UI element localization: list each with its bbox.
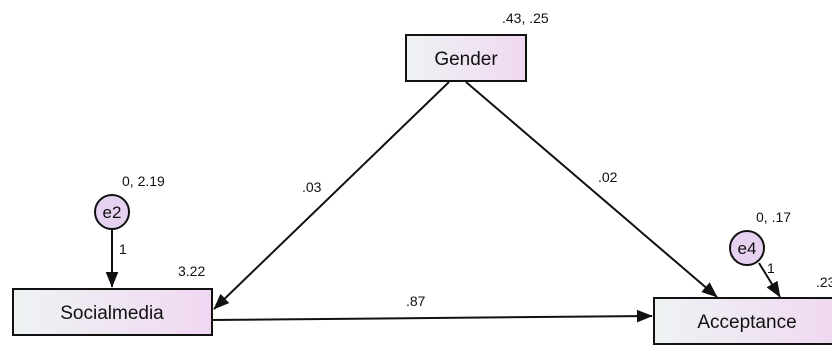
path-gender-to-acceptance — [465, 81, 718, 298]
gender-node: Gender — [405, 34, 527, 82]
coef-gender-socialmedia: .03 — [302, 179, 322, 195]
acceptance-label: Acceptance — [697, 312, 796, 333]
e2-label: e2 — [103, 203, 122, 222]
acceptance-node: Acceptance — [653, 297, 832, 345]
gender-estimate: .43, .25 — [502, 10, 549, 26]
gender-label: Gender — [434, 49, 498, 70]
path-e4-to-acceptance — [758, 262, 781, 298]
e4-estimate: 0, .17 — [756, 209, 791, 225]
acceptance-estimate: .23 — [816, 274, 832, 290]
socialmedia-label: Socialmedia — [60, 303, 164, 324]
coef-gender-acceptance: .02 — [598, 169, 618, 185]
path-socialmedia-to-acceptance — [211, 309, 653, 323]
socialmedia-node: Socialmedia — [12, 288, 213, 336]
coef-socialmedia-acceptance: .87 — [406, 293, 426, 309]
e4-error-node: e4 — [729, 230, 765, 266]
coef-e4-acceptance: 1 — [767, 260, 775, 276]
path-gender-to-socialmedia — [213, 81, 450, 310]
e4-label: e4 — [738, 239, 757, 258]
socialmedia-estimate: 3.22 — [178, 263, 205, 279]
e2-error-node: e2 — [94, 194, 130, 230]
coef-e2-socialmedia: 1 — [119, 241, 127, 257]
e2-estimate: 0, 2.19 — [122, 173, 165, 189]
